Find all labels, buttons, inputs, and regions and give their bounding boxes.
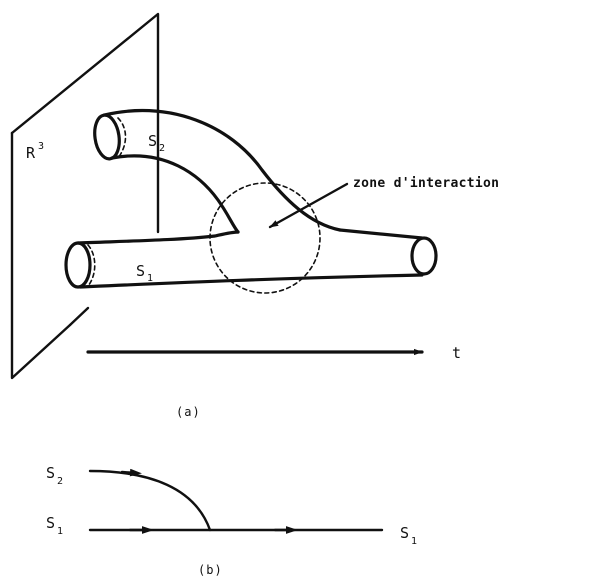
interaction-zone-circle [209,182,321,294]
s1-cap-hidden [87,244,96,287]
flow-arrow-3 [120,468,142,477]
annotation-arrow [268,182,349,229]
caption-a: (a) [176,405,201,419]
tube-s1 [64,228,438,289]
space-plane [10,12,160,380]
caption-b: (b) [198,563,223,577]
interaction-zone-label: zone d'interaction [353,176,499,191]
time-label: t [452,344,461,362]
line-s2 [88,469,212,532]
tube-s2 [93,109,342,234]
s2-cap-hidden [117,117,127,159]
